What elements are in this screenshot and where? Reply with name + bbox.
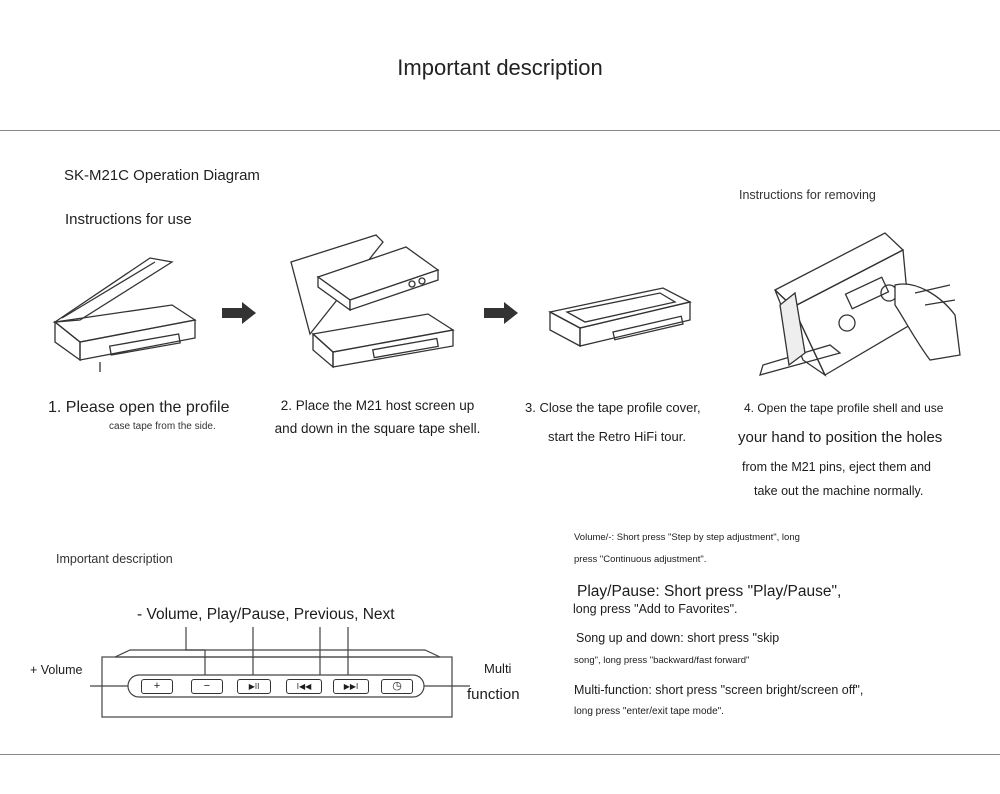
arrow-right-icon [222, 302, 256, 324]
song-desc-line1: Song up and down: short press "skip [576, 631, 780, 645]
step3-line2: start the Retro HiFi tour. [548, 429, 686, 444]
step4-line3: from the M21 pins, eject them and [742, 460, 931, 474]
play-desc-line1: Play/Pause: Short press "Play/Pause", [577, 583, 842, 600]
volume-desc-line1: Volume/-: Short press "Step by step adju… [574, 532, 800, 543]
song-desc-line2: song", long press "backward/fast forward… [574, 655, 750, 666]
play-desc-line2: long press "Add to Favorites". [573, 602, 738, 616]
step1-line1: 1. Please open the profile [48, 399, 230, 416]
previous-button[interactable]: I◀◀ [286, 679, 322, 694]
open-case-illustration [52, 257, 197, 372]
step1-line2: case tape from the side. [109, 421, 216, 432]
multi-desc-line2: long press "enter/exit tape mode". [574, 706, 724, 717]
multi-label-line1: Multi [484, 661, 512, 676]
play-pause-button[interactable]: ▶II [237, 679, 271, 694]
step3-line1: 3. Close the tape profile cover, [525, 400, 701, 415]
controls-top-label: - Volume, Play/Pause, Previous, Next [137, 606, 395, 623]
removing-heading: Instructions for removing [739, 188, 876, 202]
step4-line4: take out the machine normally. [754, 484, 924, 498]
step4-line1: 4. Open the tape profile shell and use [744, 401, 944, 415]
volume-minus-button[interactable]: − [191, 679, 223, 694]
volume-plus-label: + Volume [30, 663, 83, 677]
volume-desc-line2: press "Continuous adjustment". [574, 554, 707, 565]
step2-line2: and down in the square tape shell. [274, 421, 481, 436]
multi-label-line2: function [467, 686, 520, 703]
diagram-title: SK-M21C Operation Diagram [64, 167, 260, 184]
multi-function-button[interactable]: ◷ [381, 679, 413, 694]
closed-case-illustration [548, 287, 692, 348]
button-strip-illustration [90, 627, 470, 718]
volume-plus-button[interactable]: + [141, 679, 173, 694]
multi-desc-line1: Multi-function: short press "screen brig… [574, 683, 864, 697]
page-title: Important description [397, 55, 603, 80]
next-button[interactable]: ▶▶I [333, 679, 369, 694]
step2-line1: 2. Place the M21 host screen up [280, 398, 475, 413]
top-divider [0, 130, 1000, 131]
remove-device-illustration [759, 232, 961, 377]
bottom-divider [0, 754, 1000, 755]
usage-heading: Instructions for use [65, 211, 192, 228]
arrow-right-icon [484, 302, 518, 324]
step4-line2: your hand to position the holes [738, 429, 943, 446]
controls-heading: Important description [56, 552, 173, 566]
place-device-illustration [290, 234, 455, 369]
